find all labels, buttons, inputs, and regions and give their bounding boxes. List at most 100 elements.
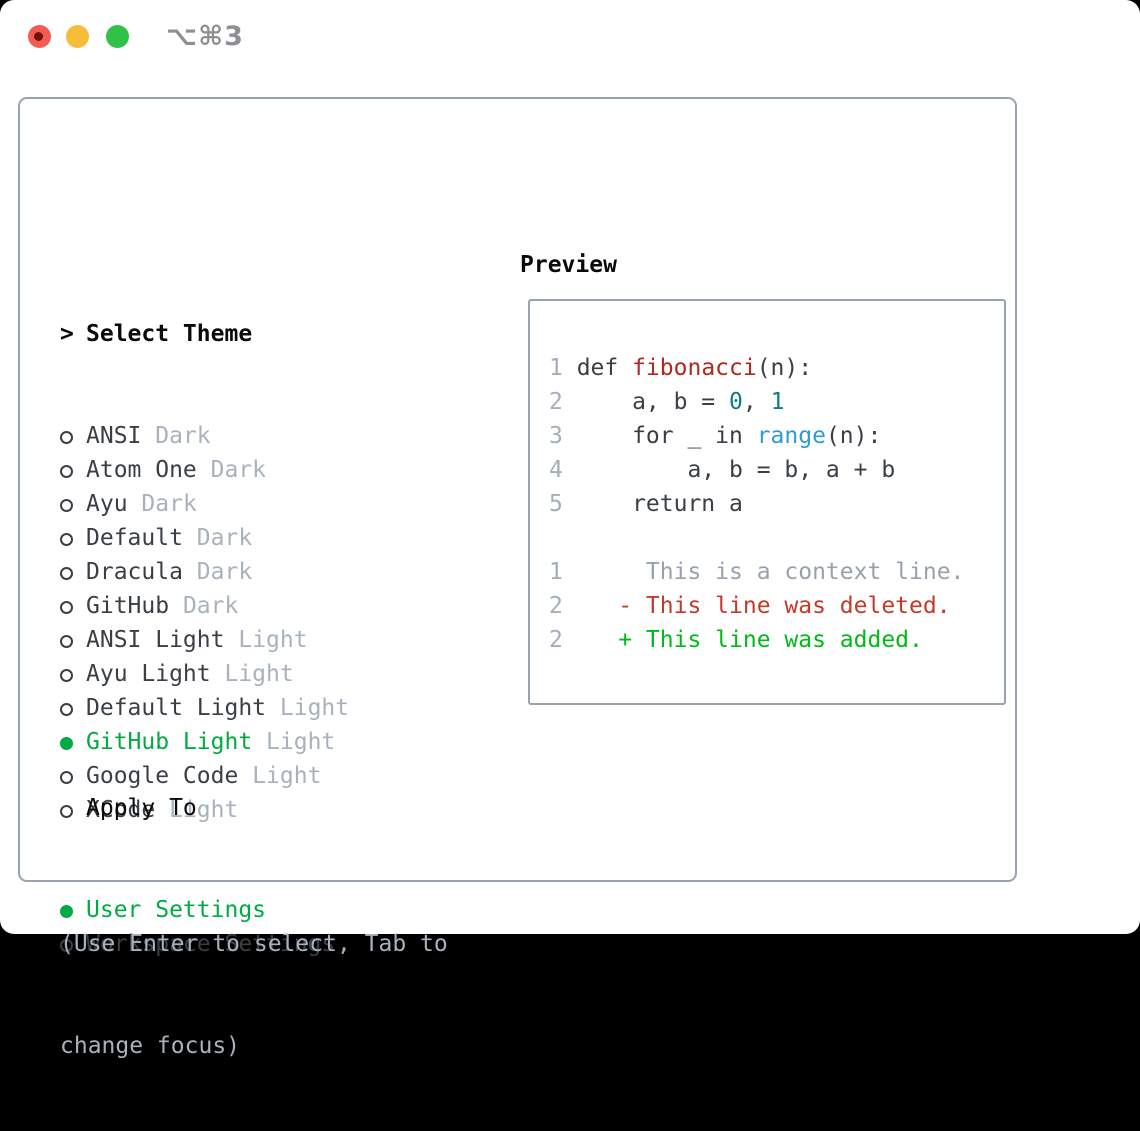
blank-line bbox=[549, 521, 964, 555]
theme-option-xcode[interactable]: XCode Light bbox=[60, 793, 349, 827]
radio-circle-icon bbox=[60, 737, 73, 750]
theme-name: Atom One bbox=[86, 457, 197, 483]
theme-name: XCode bbox=[86, 797, 156, 823]
select-theme-header: > Select Theme bbox=[60, 317, 349, 351]
theme-variant-badge: Dark bbox=[196, 559, 253, 585]
apply-option-user-settings[interactable]: User Settings bbox=[60, 893, 335, 927]
code-token: a, b = b, a + b bbox=[576, 457, 896, 483]
theme-option-dracula[interactable]: Dracula Dark bbox=[60, 555, 349, 589]
radio-marker bbox=[60, 589, 86, 623]
theme-variant-badge: Dark bbox=[141, 491, 197, 517]
diff-line: 2 + This line was added. bbox=[549, 623, 964, 657]
theme-name: GitHub Light bbox=[86, 729, 253, 755]
theme-name: ANSI Light bbox=[86, 627, 225, 653]
radio-marker bbox=[60, 893, 86, 927]
hint-text: (Use Enter to select, Tab to change focu… bbox=[60, 859, 448, 1131]
diff-line: 1 This is a context line. bbox=[549, 555, 964, 589]
apply-to-label: Apply To bbox=[86, 795, 197, 821]
theme-option-google-code[interactable]: Google Code Light bbox=[60, 759, 349, 793]
radio-circle-icon bbox=[60, 567, 73, 580]
line-number: 2 bbox=[549, 593, 563, 619]
line-number: 4 bbox=[549, 457, 563, 483]
zoom-button[interactable] bbox=[106, 25, 129, 48]
radio-circle-icon bbox=[60, 533, 73, 546]
code-token: range bbox=[756, 423, 826, 449]
radio-circle-icon bbox=[60, 703, 73, 716]
code-token: def bbox=[576, 355, 633, 381]
code-line: 4 a, b = b, a + b bbox=[549, 453, 964, 487]
radio-circle-icon bbox=[60, 905, 73, 918]
theme-option-default-light[interactable]: Default Light Light bbox=[60, 691, 349, 725]
radio-marker bbox=[60, 725, 86, 759]
select-theme-label: Select Theme bbox=[86, 321, 253, 347]
radio-marker bbox=[60, 793, 86, 827]
theme-name: Google Code bbox=[86, 763, 239, 789]
radio-circle-icon bbox=[60, 635, 73, 648]
theme-name: GitHub bbox=[86, 593, 170, 619]
radio-circle-icon bbox=[60, 431, 73, 444]
unsaved-dot-icon bbox=[34, 32, 43, 41]
diff-line: 2 - This line was deleted. bbox=[549, 589, 964, 623]
radio-marker bbox=[60, 623, 86, 657]
theme-option-github-light[interactable]: GitHub Light Light bbox=[60, 725, 349, 759]
theme-name: Default Light bbox=[86, 695, 267, 721]
theme-option-ayu-light[interactable]: Ayu Light Light bbox=[60, 657, 349, 691]
code-line: 3 for _ in range(n): bbox=[549, 419, 964, 453]
code-token: fibonacci bbox=[632, 355, 757, 381]
radio-circle-icon bbox=[60, 669, 73, 682]
code-token: This is a context line. bbox=[576, 559, 965, 585]
theme-option-atom-one[interactable]: Atom One Dark bbox=[60, 453, 349, 487]
apply-to-header: Apply To bbox=[60, 791, 335, 825]
radio-circle-icon bbox=[60, 465, 73, 478]
theme-option-ansi[interactable]: ANSI Dark bbox=[60, 419, 349, 453]
code-line: 5 return a bbox=[549, 487, 964, 521]
window-title: ⌥⌘3 bbox=[166, 21, 244, 52]
theme-name: ANSI bbox=[86, 423, 142, 449]
radio-circle-icon bbox=[60, 499, 73, 512]
radio-marker bbox=[60, 691, 86, 725]
line-number: 1 bbox=[549, 355, 563, 381]
code-line: 2 a, b = 0, 1 bbox=[549, 385, 964, 419]
theme-option-ayu[interactable]: Ayu Dark bbox=[60, 487, 349, 521]
radio-marker bbox=[60, 521, 86, 555]
code-token: 1 bbox=[770, 389, 785, 415]
radio-marker bbox=[60, 657, 86, 691]
theme-variant-badge: Dark bbox=[155, 423, 211, 449]
theme-option-github[interactable]: GitHub Dark bbox=[60, 589, 349, 623]
hint-line-1: (Use Enter to select, Tab to bbox=[60, 931, 448, 957]
code-token: , bbox=[742, 389, 771, 415]
theme-name: Default bbox=[86, 525, 183, 551]
line-number: 5 bbox=[549, 491, 563, 517]
theme-variant-badge: Light bbox=[224, 661, 294, 687]
radio-marker bbox=[60, 419, 86, 453]
preview-title: Preview bbox=[520, 252, 617, 278]
focus-arrow-icon: > bbox=[60, 321, 74, 347]
line-number: 2 bbox=[549, 627, 563, 653]
theme-variant-badge: Dark bbox=[196, 525, 253, 551]
theme-variant-badge: Light bbox=[279, 695, 350, 721]
theme-variant-badge: Light bbox=[238, 627, 308, 653]
theme-name: Ayu Light bbox=[86, 661, 211, 687]
code-token: + This line was added. bbox=[576, 627, 923, 653]
code-token: (n): bbox=[756, 355, 813, 381]
radio-marker bbox=[60, 453, 86, 487]
minimize-button[interactable] bbox=[66, 25, 89, 48]
line-number: 3 bbox=[549, 423, 563, 449]
theme-option-default[interactable]: Default Dark bbox=[60, 521, 349, 555]
apply-option-name: User Settings bbox=[86, 897, 267, 923]
code-token: return a bbox=[576, 491, 743, 517]
theme-variant-badge: Dark bbox=[182, 593, 239, 619]
theme-variant-badge: Light bbox=[266, 729, 336, 755]
code-token: for _ in bbox=[576, 423, 757, 449]
close-button[interactable] bbox=[28, 25, 51, 48]
code-token: - This line was deleted. bbox=[576, 593, 951, 619]
theme-option-ansi-light[interactable]: ANSI Light Light bbox=[60, 623, 349, 657]
radio-marker bbox=[60, 555, 86, 589]
radio-circle-icon bbox=[60, 771, 73, 784]
